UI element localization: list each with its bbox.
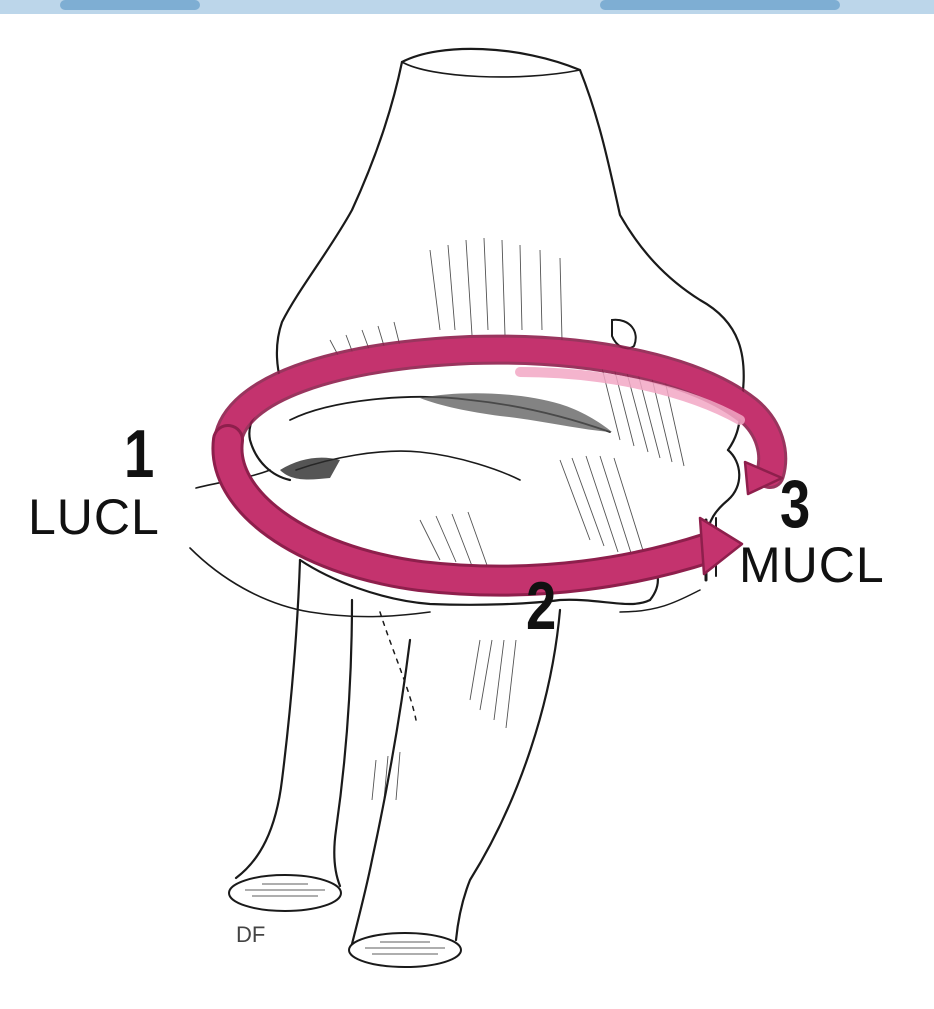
step-2-number: 2: [526, 572, 556, 640]
step-1-number: 1: [124, 420, 154, 488]
lucl-label: LUCL: [28, 492, 160, 542]
radius-outline: [456, 610, 560, 940]
step-3-number: 3: [780, 470, 810, 538]
artist-signature: DF: [236, 924, 265, 946]
mucl-label: MUCL: [739, 540, 885, 590]
